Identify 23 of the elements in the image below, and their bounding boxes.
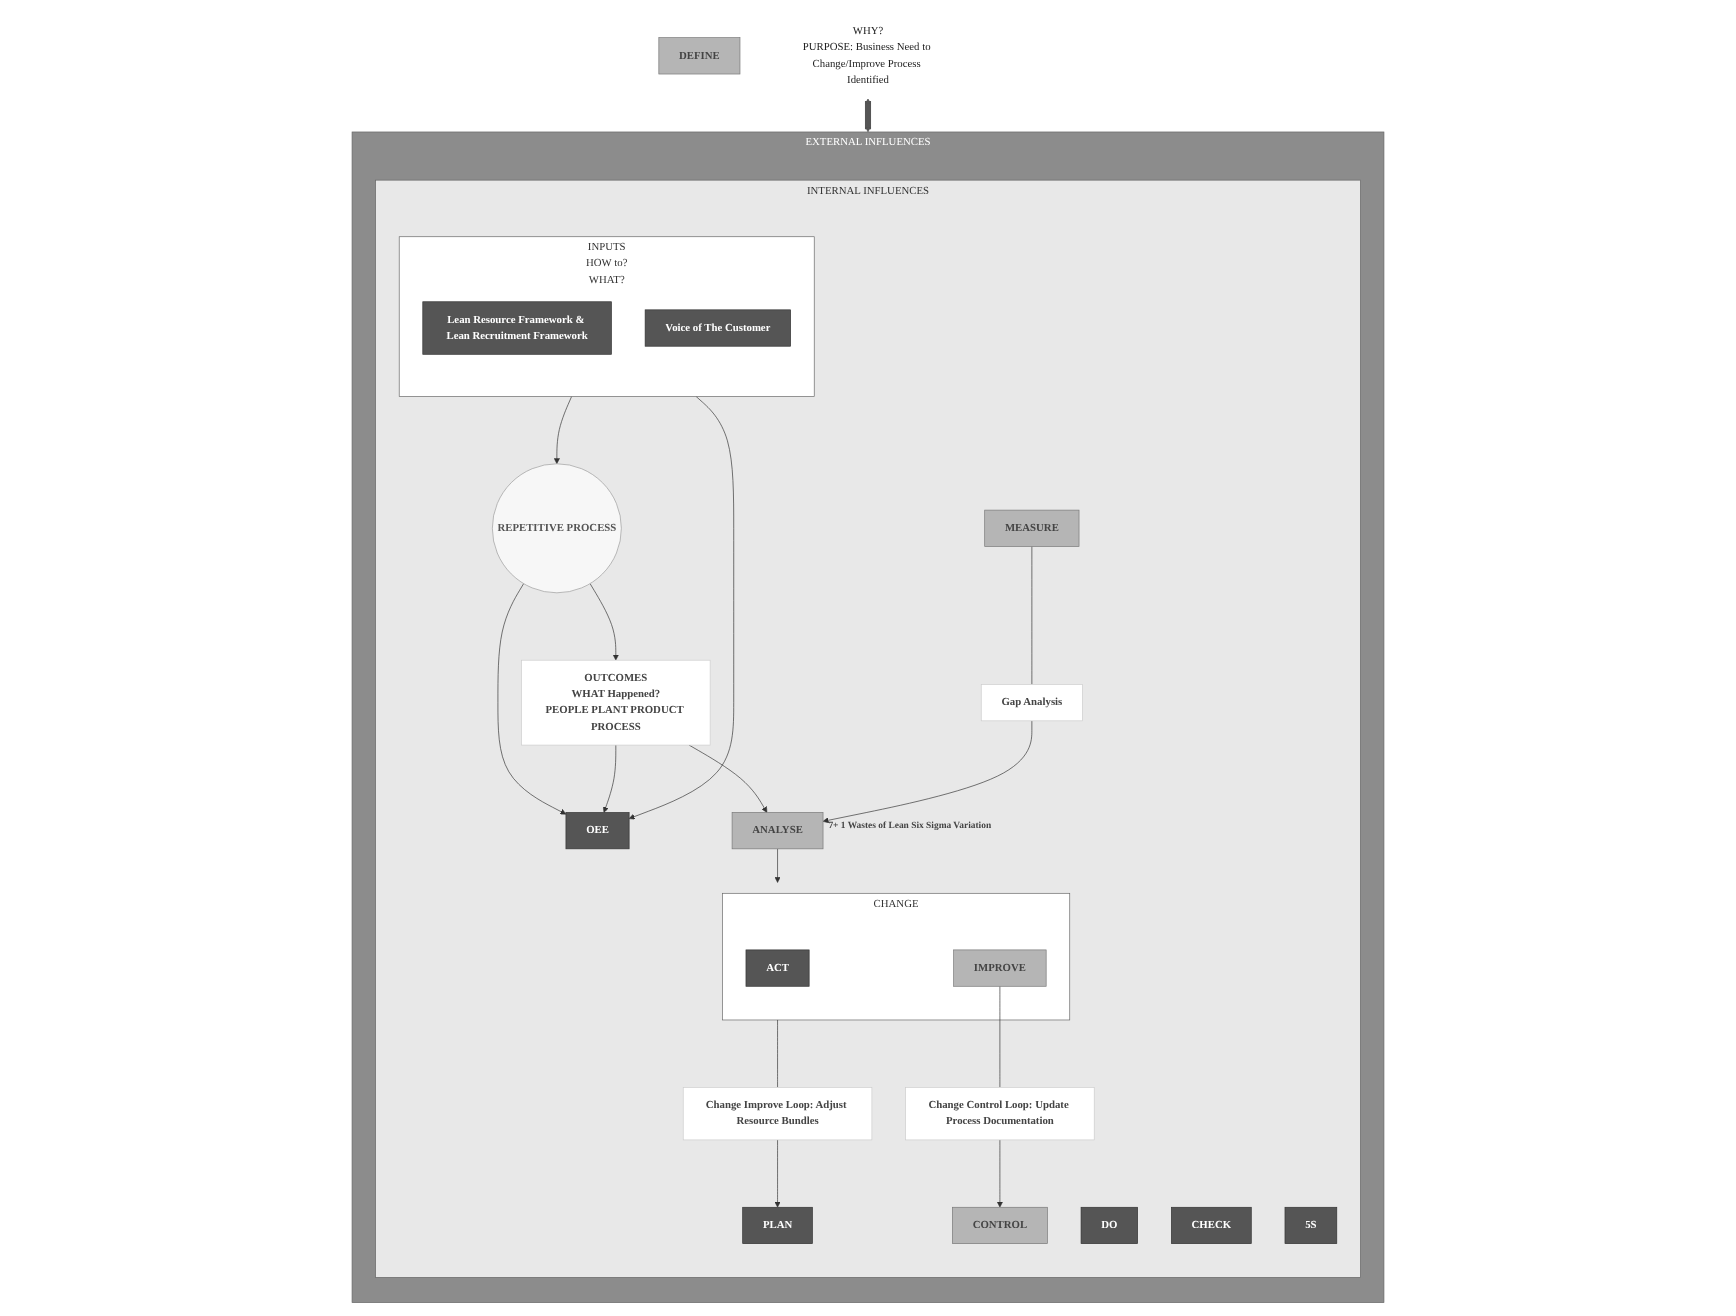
node-box bbox=[521, 659, 711, 746]
node-box bbox=[682, 1087, 873, 1141]
arrow bbox=[864, 98, 872, 133]
node-box bbox=[731, 812, 824, 850]
node-box bbox=[565, 812, 630, 850]
cluster bbox=[398, 236, 815, 397]
node-box bbox=[422, 301, 612, 355]
node-box bbox=[953, 949, 1047, 987]
connector bbox=[777, 1019, 778, 1088]
node-box bbox=[984, 509, 1080, 547]
node-box bbox=[644, 309, 791, 347]
node-circle bbox=[492, 463, 622, 594]
node-box bbox=[980, 684, 1083, 722]
node-box bbox=[745, 949, 810, 987]
cluster bbox=[722, 892, 1071, 1021]
node-box bbox=[1284, 1206, 1338, 1244]
node-box bbox=[742, 1206, 813, 1244]
node-box bbox=[1171, 1206, 1252, 1244]
node-box bbox=[658, 37, 741, 75]
node-box bbox=[952, 1206, 1048, 1244]
connector bbox=[999, 985, 1001, 1088]
node-box bbox=[1080, 1206, 1138, 1244]
node-box bbox=[905, 1087, 1095, 1141]
